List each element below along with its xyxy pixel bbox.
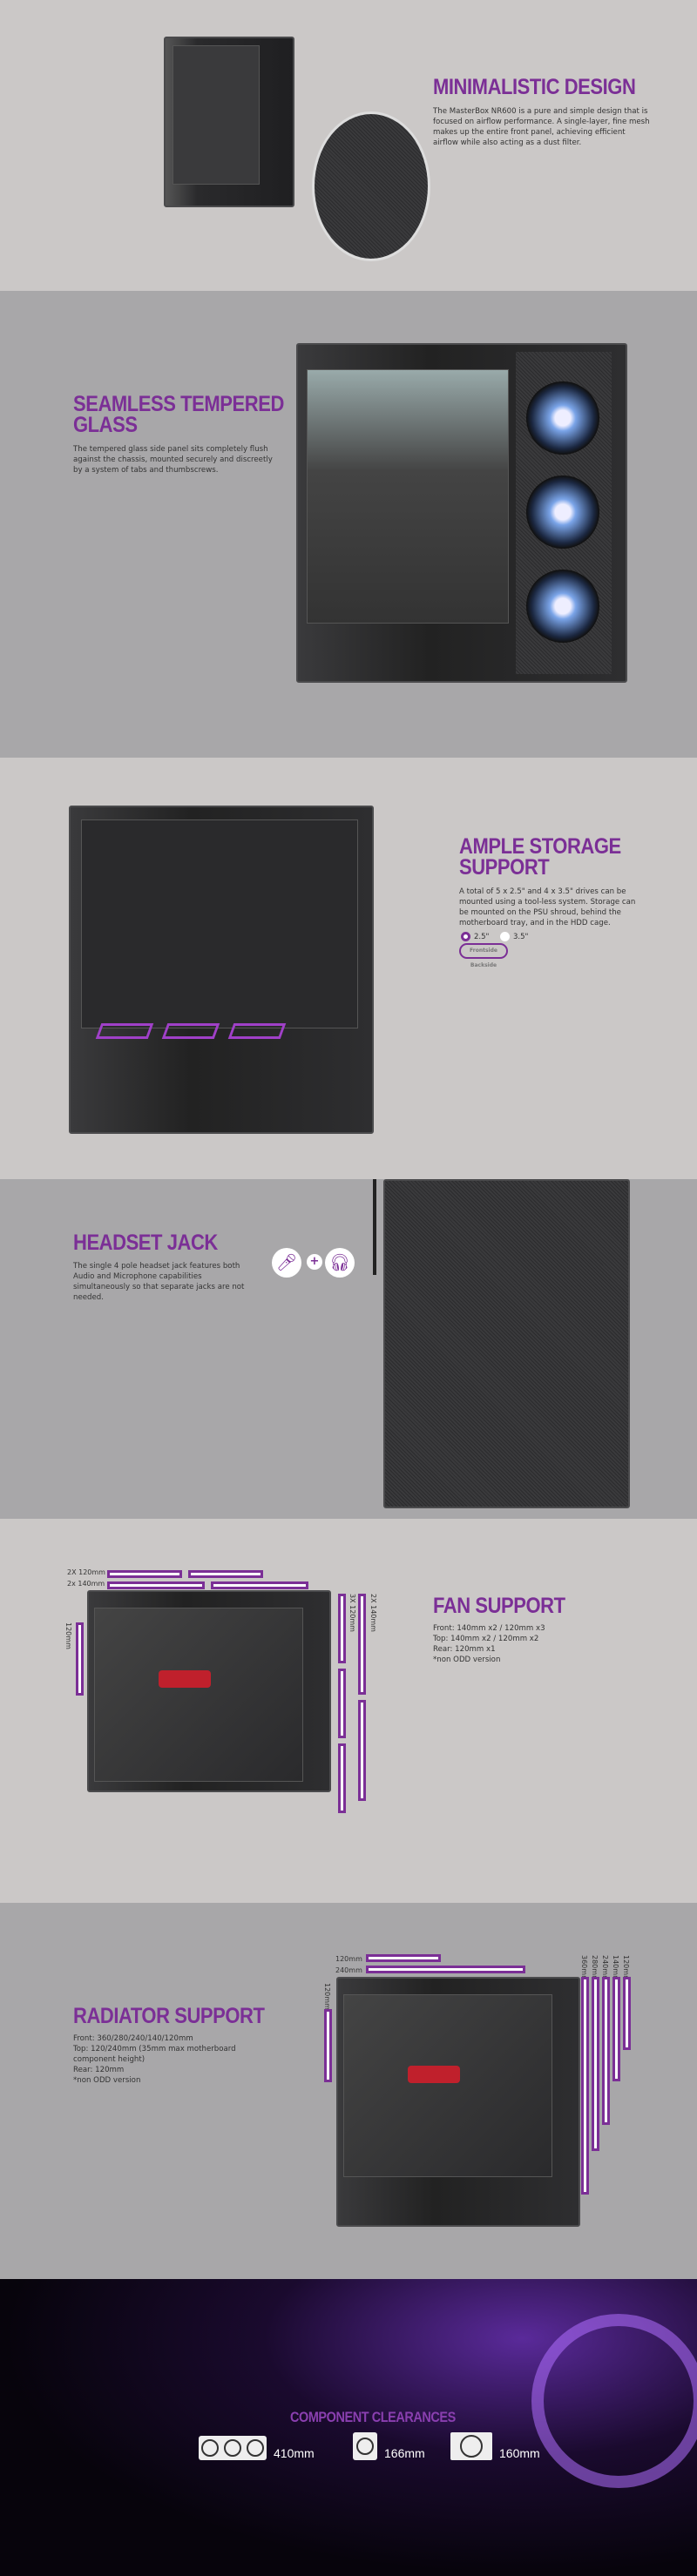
section-description: A total of 5 x 2.5" and 4 x 3.5" drives … (459, 887, 636, 927)
top-120-label: 2X 120mm (67, 1568, 105, 1576)
top-120-bar (188, 1570, 263, 1578)
front-120-label: 3X 120mm (348, 1594, 356, 1632)
front-120-bar (338, 1743, 346, 1813)
cpu-cooler-clearance: 166mm (353, 2432, 425, 2460)
clearance-value: 166mm (384, 2446, 425, 2460)
top-140-bar (211, 1581, 308, 1589)
drive-option-2-5[interactable]: 2.5" (461, 932, 489, 941)
fan-spec-list: Front: 140mm x2 / 120mm x3 Top: 140mm x2… (433, 1623, 651, 1665)
fan-support-section: 2X 120mm 2x 140mm 120mm 3X 120mm 2X 140m… (0, 1519, 697, 1903)
background-fan-glow (531, 2314, 697, 2488)
spec-line: Rear: 120mm x1 (433, 1645, 496, 1654)
front-140-bar (612, 1977, 620, 2081)
top-120-bar (107, 1570, 182, 1578)
front-120-label: 120mm (622, 1955, 630, 1982)
case-interior-image (87, 1590, 331, 1792)
mesh-zoom-image (312, 111, 430, 261)
backside-button[interactable]: Backside (470, 962, 497, 968)
front-140-bar (358, 1594, 366, 1695)
case-image (69, 806, 374, 1134)
section-title: FAN SUPPORT (433, 1594, 565, 1618)
front-140-bar (358, 1700, 366, 1801)
spec-line: Rear: 120mm (73, 2066, 125, 2074)
radiator-support-section: RADIATOR SUPPORT Front: 360/280/240/140/… (0, 1903, 697, 2279)
headphones-icon: 🎧︎ (325, 1248, 355, 1278)
top-120-bar (366, 1954, 441, 1962)
front-140-label: 2X 140mm (369, 1594, 377, 1632)
spec-line: Front: 360/280/240/140/120mm (73, 2034, 193, 2043)
psu-clearance: 160mm (450, 2432, 540, 2460)
section-title: RADIATOR SUPPORT (73, 2004, 265, 2028)
top-140-label: 2x 140mm (67, 1580, 105, 1588)
gpu-icon (199, 2436, 267, 2460)
frontside-button[interactable]: Frontside (459, 943, 508, 959)
section-description: The single 4 pole headset jack features … (73, 1262, 245, 1302)
tempered-glass-section: SEAMLESS TEMPERED GLASS The tempered gla… (0, 291, 697, 758)
section-description: The tempered glass side panel sits compl… (73, 445, 273, 475)
cpu-cooler-icon (353, 2432, 377, 2460)
spec-line: Front: 140mm x2 / 120mm x3 (433, 1624, 545, 1633)
front-280-label: 280mm (591, 1955, 599, 1982)
front-120-bar (338, 1669, 346, 1738)
microphone-icon: 🎤︎ (272, 1248, 301, 1278)
storage-section: AMPLE STORAGE SUPPORT A total of 5 x 2.5… (0, 758, 697, 1179)
spec-line: Top: 120/240mm (35mm max motherboard com… (73, 2045, 236, 2064)
spec-line: *non ODD version (433, 1656, 501, 1664)
plus-sign: + (307, 1254, 322, 1270)
front-280-bar (592, 1977, 599, 2151)
clearance-value: 410mm (274, 2446, 315, 2460)
spec-line: *non ODD version (73, 2076, 141, 2085)
section-title-line2: GLASS (73, 413, 138, 437)
section-title-line1: AMPLE STORAGE (459, 834, 621, 859)
top-240-label: 240mm (335, 1966, 362, 1974)
top-240-bar (366, 1966, 525, 1973)
front-240-label: 240mm (601, 1955, 609, 1982)
headset-cable (373, 1179, 376, 1275)
front-120-bar (623, 1977, 631, 2050)
top-120-label: 120mm (335, 1955, 362, 1963)
section-title: HEADSET JACK (73, 1231, 218, 1255)
radio-selected-icon (461, 932, 470, 941)
radio-icon (500, 932, 510, 941)
section-title: COMPONENT CLEARANCES (290, 2409, 456, 2425)
spec-line: Top: 140mm x2 / 120mm x2 (433, 1635, 539, 1643)
front-360-bar (581, 1977, 589, 2195)
section-title-line1: SEAMLESS TEMPERED (73, 392, 284, 416)
top-140-bar (107, 1581, 205, 1589)
option-label: 2.5" (474, 932, 490, 941)
case-image (296, 343, 627, 683)
clearance-value: 160mm (499, 2446, 540, 2460)
front-240-bar (602, 1977, 610, 2125)
section-description: The MasterBox NR600 is a pure and simple… (433, 107, 650, 147)
rear-bar (324, 2009, 332, 2082)
front-140-label: 140mm (612, 1955, 619, 1982)
case-image (164, 37, 294, 207)
rear-label: 120mm (64, 1622, 72, 1649)
drive-option-3-5[interactable]: 3.5" (500, 932, 528, 941)
minimalistic-design-section: MINIMALISTIC DESIGN The MasterBox NR600 … (0, 0, 697, 291)
case-front-panel-image (383, 1179, 630, 1508)
component-clearances-section: COMPONENT CLEARANCES 410mm 166mm 160mm (0, 2279, 697, 2576)
rear-bar (76, 1622, 84, 1696)
front-360-label: 360mm (580, 1955, 588, 1982)
headset-jack-section: HEADSET JACK The single 4 pole headset j… (0, 1179, 697, 1519)
gpu-clearance: 410mm (199, 2436, 315, 2460)
section-title: MINIMALISTIC DESIGN (433, 75, 636, 99)
section-title-line2: SUPPORT (459, 855, 550, 880)
option-label: 3.5" (513, 932, 529, 941)
radiator-spec-list: Front: 360/280/240/140/120mm Top: 120/24… (73, 2033, 274, 2086)
front-120-bar (338, 1594, 346, 1663)
rear-label: 120mm (323, 1983, 331, 2010)
psu-icon (450, 2432, 492, 2460)
case-interior-image (336, 1977, 580, 2227)
